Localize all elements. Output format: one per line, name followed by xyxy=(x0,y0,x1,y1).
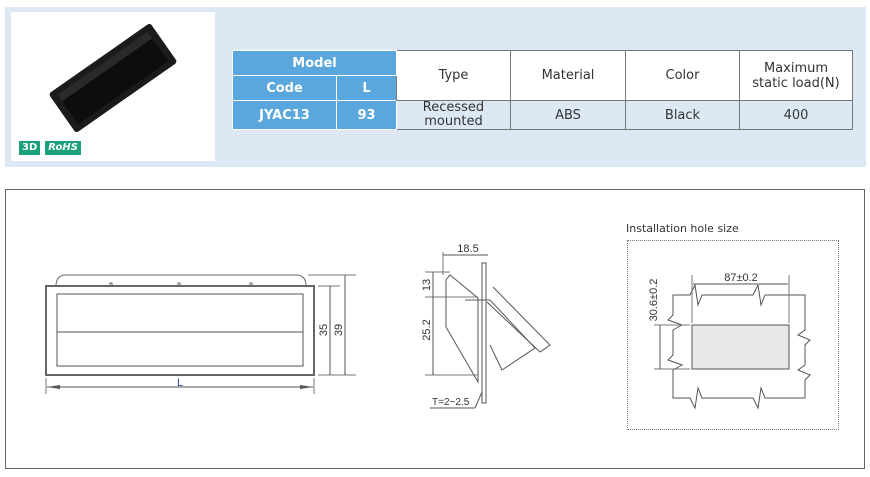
product-image-box: 3D RoHS xyxy=(11,12,215,161)
spec-table: Model Type Material Color Maximum static… xyxy=(232,50,853,130)
header-code: Code xyxy=(232,75,337,101)
dim-outer-height: 39 xyxy=(333,324,345,336)
dim-lower-height: 25.2 xyxy=(421,319,433,340)
dim-hole-width: 87±0.2 xyxy=(724,272,758,284)
header-color: Color xyxy=(625,50,740,101)
cell-max-load: 400 xyxy=(739,100,853,130)
header-l: L xyxy=(336,75,397,101)
installation-hole-title: Installation hole size xyxy=(626,222,739,235)
certification-badges: 3D RoHS xyxy=(19,141,81,155)
cell-color: Black xyxy=(625,100,740,130)
cell-code: JYAC13 xyxy=(232,100,337,130)
dim-thickness: T=2~2.5 xyxy=(432,397,470,408)
cell-type: Recessed mounted xyxy=(396,100,511,130)
cell-material: ABS xyxy=(510,100,626,130)
header-max-load-line2: static load(N) xyxy=(752,75,840,91)
header-max-load-line1: Maximum xyxy=(763,60,829,76)
product-image xyxy=(49,23,177,133)
dim-inner-height: 35 xyxy=(318,324,330,336)
header-model: Model xyxy=(232,50,397,76)
badge-3d: 3D xyxy=(19,141,41,155)
dim-top-width: 18.5 xyxy=(457,243,478,255)
cell-l: 93 xyxy=(336,100,397,130)
header-type: Type xyxy=(396,50,511,101)
side-view-drawing: 18.5 13 25.2 T=2~2.5 xyxy=(421,243,551,409)
header-max-load: Maximum static load(N) xyxy=(739,50,853,101)
cell-type-line1: Recessed xyxy=(422,100,485,115)
badge-rohs: RoHS xyxy=(45,141,81,155)
cell-type-line2: mounted xyxy=(424,114,483,129)
dim-upper-height: 13 xyxy=(421,279,433,291)
front-view-drawing: L 35 39 xyxy=(45,274,356,394)
table-row: JYAC13 93 Recessed mounted ABS Black 400 xyxy=(232,100,853,130)
installation-hole-box xyxy=(627,240,839,430)
header-material: Material xyxy=(510,50,626,101)
dim-width-l: L xyxy=(177,377,183,389)
dim-hole-height: 30.6±0.2 xyxy=(648,279,660,322)
installation-hole-drawing: 87±0.2 30.6±0.2 xyxy=(648,272,811,410)
